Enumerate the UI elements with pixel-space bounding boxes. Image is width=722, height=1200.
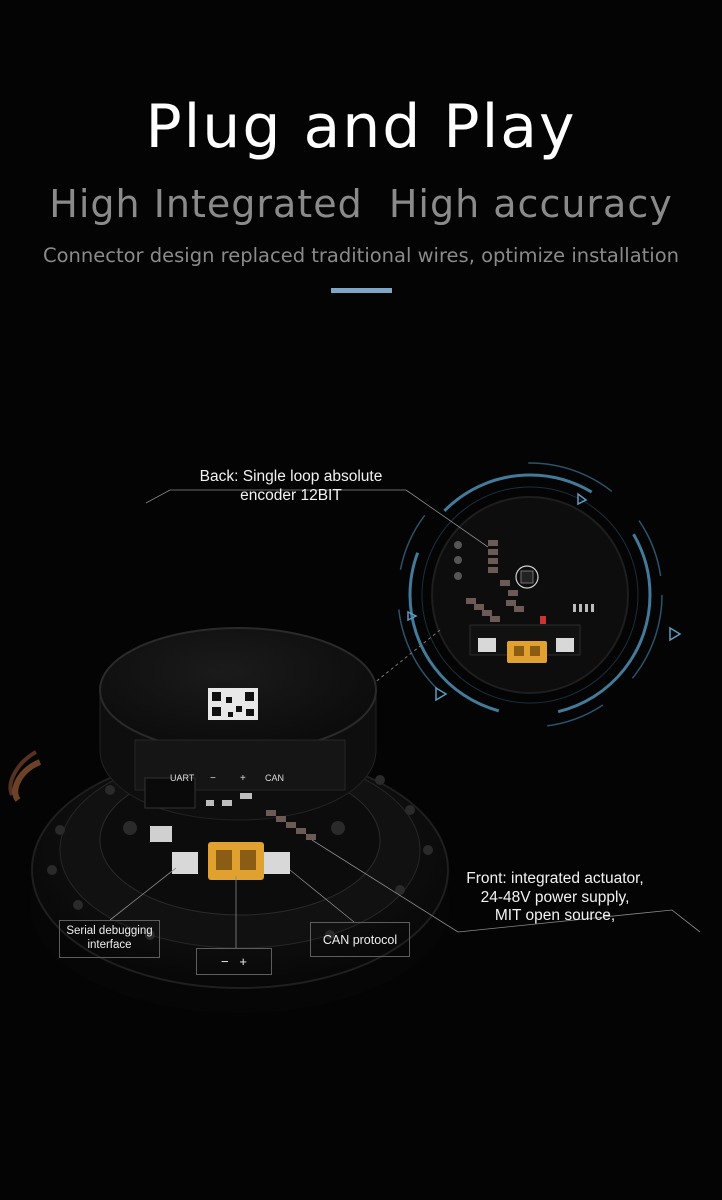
page-subtitle: High Integrated High accuracy — [49, 182, 673, 226]
label-serial-debugging: Serial debugging interface — [59, 920, 160, 958]
page-description: Connector design replaced traditional wi… — [42, 244, 679, 267]
label-can-protocol: CAN protocol — [310, 922, 410, 957]
callout-back-encoder: Back: Single loop absolute encoder 12BIT — [160, 468, 422, 505]
back-encoder-board — [397, 462, 682, 728]
silkscreen-uart: UART — [170, 773, 195, 783]
callout-front-line1: Front: integrated actuator, — [466, 870, 644, 887]
callout-front-actuator: Front: integrated actuator, 24-48V power… — [430, 870, 680, 926]
label-serial-line2: interface — [87, 939, 132, 951]
callout-front-line2: 24-48V power supply, — [480, 888, 630, 906]
silkscreen-can: CAN — [265, 773, 284, 783]
accent-divider — [331, 288, 392, 293]
callout-front-line3: MIT open source, — [494, 907, 616, 925]
callout-back-line2: encoder 12BIT — [240, 486, 342, 504]
label-serial-line1: Serial debugging — [66, 925, 153, 938]
silkscreen-minus: − — [210, 773, 216, 784]
page-title: Plug and Play — [145, 92, 577, 162]
silkscreen-plus: + — [240, 773, 246, 784]
label-power-terminals: − + — [196, 948, 272, 975]
front-actuator — [8, 627, 450, 1013]
callout-back-line1: Back: Single loop absolute — [199, 468, 383, 485]
